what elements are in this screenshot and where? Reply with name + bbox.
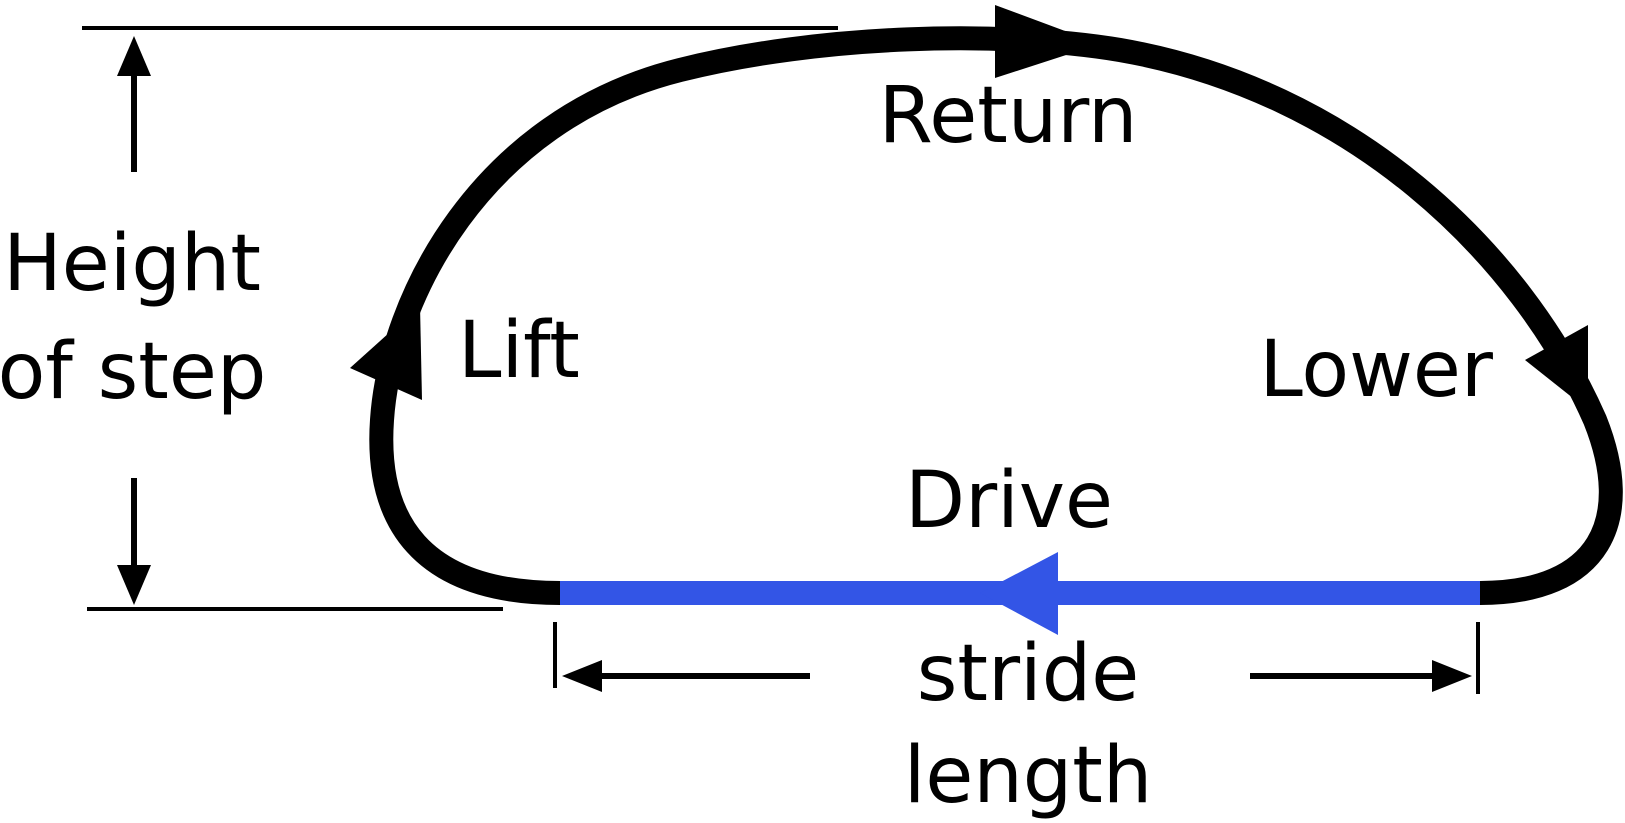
stride-length-label-line1: stride bbox=[917, 629, 1139, 719]
stride-arrow-left-head bbox=[562, 660, 602, 692]
lift-label: Lift bbox=[458, 306, 580, 396]
drive-arrowhead bbox=[980, 552, 1058, 635]
lift-arrowhead bbox=[350, 305, 422, 400]
height-of-step-label-line1: Height bbox=[3, 219, 261, 309]
height-arrow-up-head bbox=[117, 36, 151, 76]
height-of-step-label-line2: of step bbox=[0, 327, 266, 417]
return-label: Return bbox=[879, 71, 1138, 161]
stride-length-label-line2: length bbox=[904, 731, 1153, 821]
lower-label: Lower bbox=[1259, 325, 1494, 415]
stride-arrow-right-head bbox=[1432, 660, 1472, 692]
drive-label: Drive bbox=[905, 456, 1113, 546]
height-arrow-down-head bbox=[117, 565, 151, 605]
lower-arrowhead bbox=[1525, 325, 1588, 410]
return-arrowhead bbox=[995, 5, 1100, 78]
step-cycle-path bbox=[369, 26, 1623, 605]
